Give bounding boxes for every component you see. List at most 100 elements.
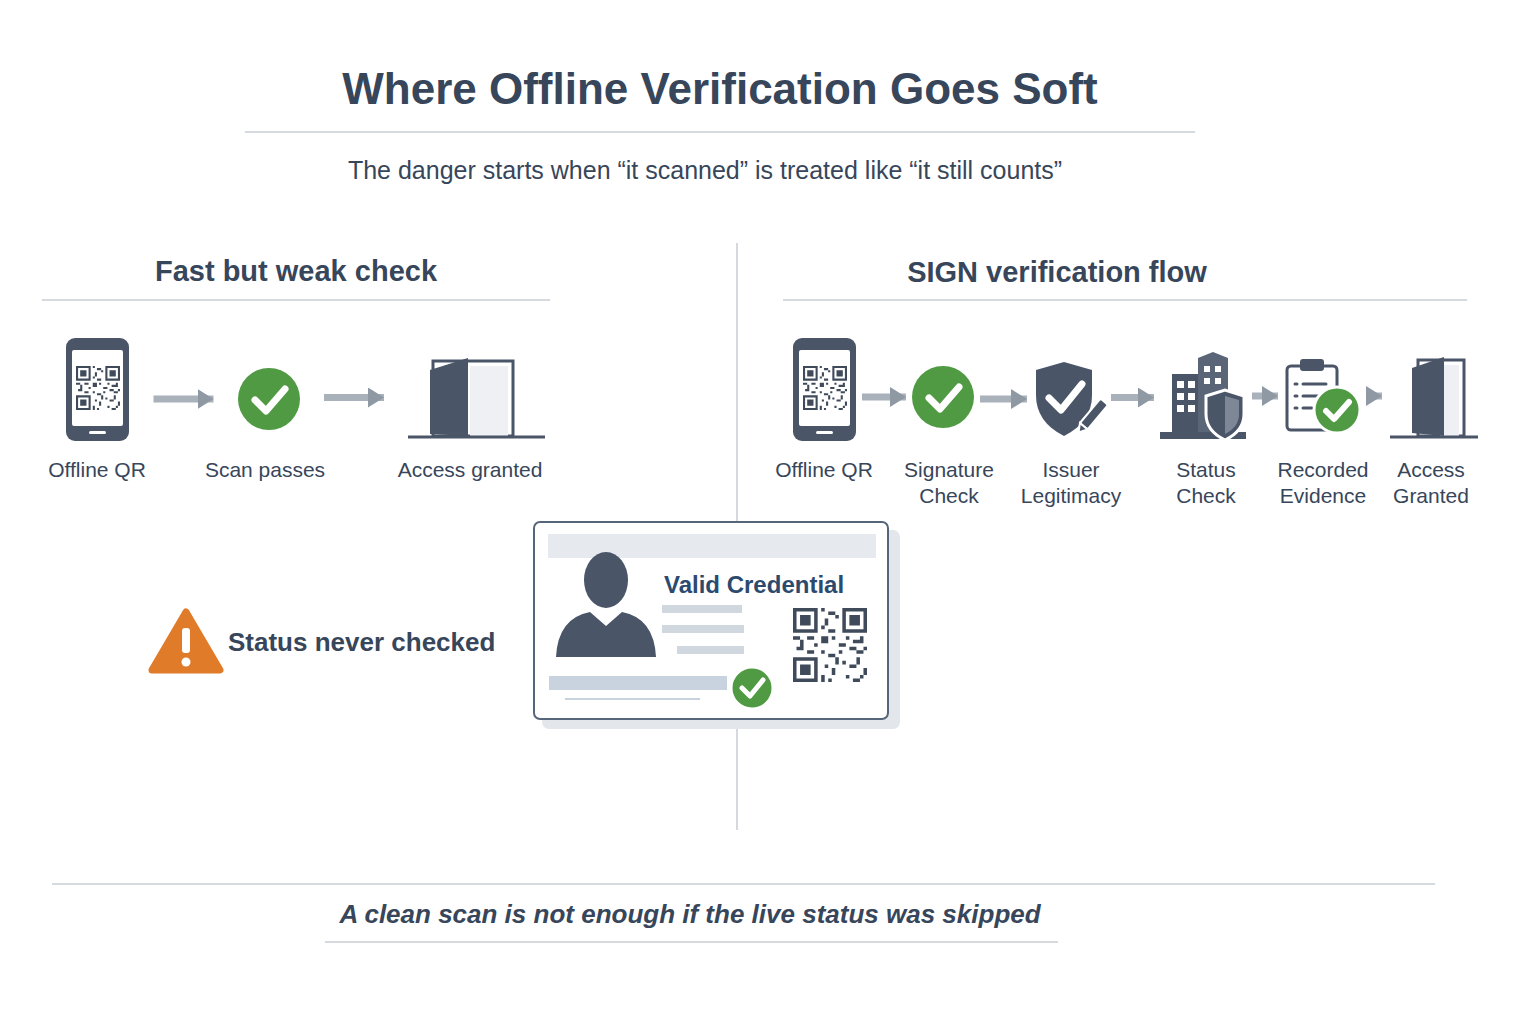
title: Where Offline Verification Goes Soft (120, 63, 1320, 116)
step-label: Signature Check (889, 457, 1009, 509)
building-icon (1204, 378, 1210, 384)
step-icon: Recorded Evidence (1284, 358, 1362, 434)
warning-icon (182, 628, 190, 653)
door-icon (470, 366, 508, 436)
credential-card-art (793, 608, 867, 682)
rule-lines (42, 132, 1467, 942)
warning-note: Status never checked (228, 627, 528, 658)
rule-lines (325, 941, 1058, 943)
phone-icon (72, 350, 123, 426)
phone-icon (793, 338, 856, 441)
credential-card: Valid Credential (533, 521, 889, 720)
door-icon (1412, 357, 1444, 436)
check-icon (929, 387, 959, 409)
step-label: Offline QR (32, 457, 162, 483)
building-icon (1225, 396, 1239, 434)
clipboard-icon (1314, 387, 1360, 433)
shield-icon (1075, 423, 1088, 436)
divider (736, 721, 738, 830)
phone-icon (76, 366, 120, 410)
section-heading: SIGN verification flow (737, 255, 1377, 290)
credential-card-art (662, 625, 744, 633)
clipboard-icon (1303, 383, 1326, 386)
credential-card-art (565, 698, 700, 700)
rule-lines (52, 883, 1435, 885)
building-icon (1215, 366, 1221, 372)
flow-arrow (1111, 394, 1154, 401)
rule-lines (245, 131, 1195, 133)
phone-icon (793, 338, 856, 441)
warning-icon (182, 658, 191, 667)
step-label: Offline QR (764, 457, 884, 483)
flow-arrow (980, 396, 1027, 403)
clipboard-icon (1326, 402, 1349, 419)
building-icon (1177, 405, 1184, 412)
building-icon (1188, 393, 1195, 400)
check-icon (912, 366, 974, 428)
door-icon (1390, 436, 1478, 439)
step-icon: Status Check (1160, 355, 1246, 440)
door-icon (408, 436, 545, 439)
check-icon (912, 366, 974, 428)
flow-arrow (154, 396, 214, 403)
door-icon (408, 358, 545, 437)
clipboard-icon (1287, 359, 1360, 433)
section-heading: Fast but weak check (46, 254, 546, 289)
building-icon (1215, 378, 1221, 384)
door-icon (430, 358, 468, 436)
step-label: Status Check (1151, 457, 1261, 509)
phone-icon (816, 431, 833, 434)
clipboard-icon (1303, 407, 1312, 410)
credential-card-art (556, 612, 656, 657)
rule-lines (783, 299, 1467, 301)
clipboard-icon (1300, 359, 1324, 371)
phone-icon (89, 431, 106, 434)
phone-icon (66, 338, 129, 441)
phone-icon (66, 338, 129, 441)
shield-icon (1036, 362, 1092, 436)
check-icon (255, 389, 285, 411)
building-icon (1177, 393, 1184, 400)
step-icon: Signature Check (912, 366, 974, 428)
shield-icon (1080, 399, 1108, 430)
credential-card-art (533, 521, 900, 729)
credential-card-art (584, 552, 628, 608)
clipboard-icon (1295, 395, 1297, 398)
credential-card-art (549, 676, 727, 690)
step-icon: Issuer Legitimacy (1033, 362, 1105, 436)
check-icon (238, 368, 300, 430)
building-icon (1177, 381, 1184, 388)
building-icon (1204, 366, 1210, 372)
flow-arrow (862, 394, 906, 401)
credential-card-art (677, 646, 744, 654)
flow-arrow (1252, 393, 1278, 400)
building-icon (1188, 405, 1195, 412)
shield-icon (1036, 362, 1108, 436)
building-icon (1198, 352, 1228, 358)
step-label: Recorded Evidence (1263, 457, 1383, 509)
step-label: Issuer Legitimacy (1006, 457, 1136, 509)
card-title: Valid Credential (664, 571, 844, 599)
clipboard-icon (1303, 395, 1318, 398)
shield-icon (1049, 384, 1082, 410)
phone-icon (799, 350, 850, 426)
rule-lines (42, 299, 550, 301)
caption: A clean scan is not enough if the live s… (240, 899, 1140, 930)
building-icon (1206, 390, 1244, 440)
shield-icon (1075, 399, 1108, 436)
clipboard-icon (1295, 407, 1297, 410)
step-label: Access Granted (1376, 457, 1486, 509)
subtitle: The danger starts when “it scanned” is t… (105, 155, 1305, 185)
credential-card-art (662, 605, 742, 613)
door-icon (1390, 357, 1478, 437)
step-icon: Access granted (408, 358, 545, 437)
divider (736, 243, 738, 521)
credential-card-art (731, 667, 773, 709)
warning-icon (152, 612, 220, 670)
building-icon (1188, 381, 1195, 388)
credential-card-art (742, 680, 763, 696)
check-icon (238, 368, 300, 430)
